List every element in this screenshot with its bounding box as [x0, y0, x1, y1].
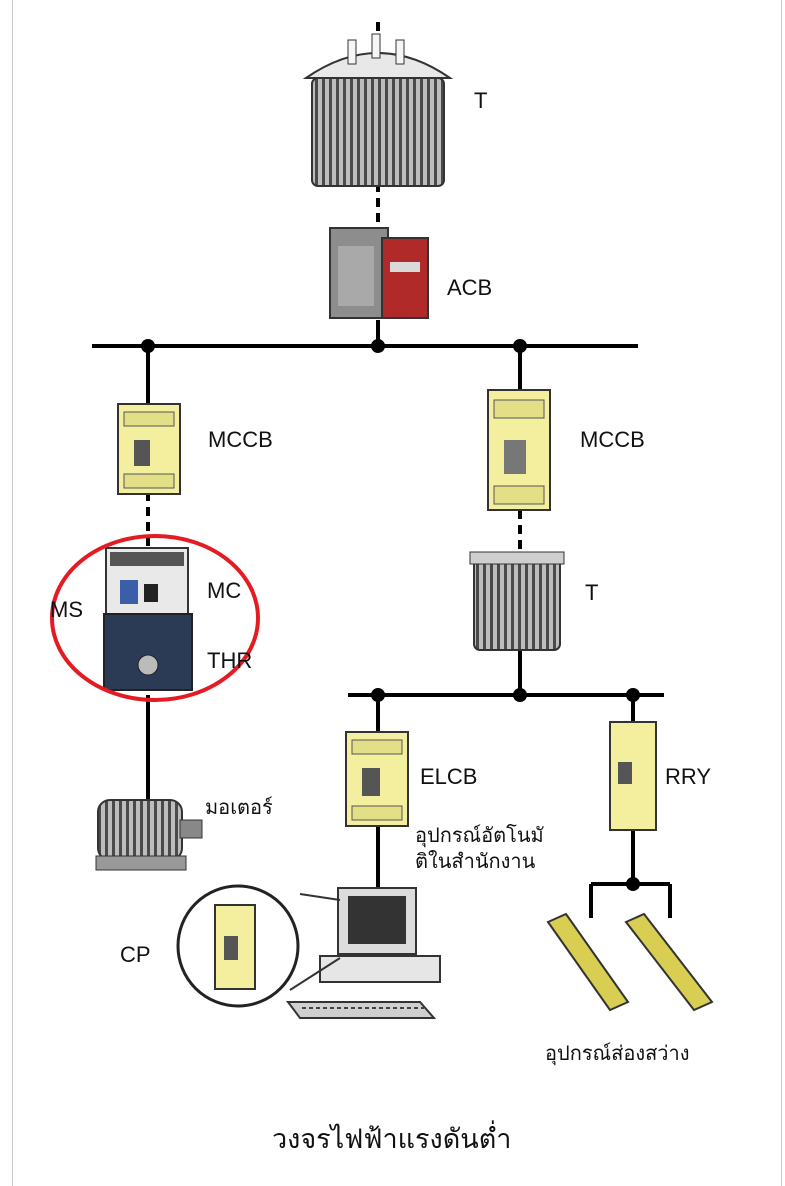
office-computer	[288, 888, 440, 1018]
label-motor: มอเตอร์	[205, 795, 273, 819]
magnetic-starter	[104, 548, 192, 690]
label-office-automation-line2: ติในสำนักงาน	[415, 849, 536, 873]
label-mccb-right: MCCB	[580, 427, 645, 452]
acb-breaker	[330, 228, 428, 318]
label-cp: CP	[120, 942, 151, 967]
label-thr: THR	[207, 648, 252, 673]
mccb-right	[488, 390, 550, 510]
elcb-breaker	[346, 732, 408, 826]
cp-zoom-callout	[178, 886, 340, 1006]
label-rry: RRY	[665, 764, 711, 789]
label-ms: MS	[50, 597, 83, 622]
label-transformer-mid: T	[585, 580, 598, 605]
label-office-automation-line1: อุปกรณ์อัตโนมั	[415, 823, 544, 848]
diagram-caption: วงจรไฟฟ้าแรงดันต่ำ	[272, 1120, 511, 1155]
label-mccb-left: MCCB	[208, 427, 273, 452]
lighting-fixtures	[548, 914, 712, 1010]
label-lighting: อุปกรณ์ส่องสว่าง	[545, 1041, 690, 1066]
transformer-top	[306, 34, 450, 186]
label-mc: MC	[207, 578, 241, 603]
rry-breaker	[610, 722, 656, 830]
label-elcb: ELCB	[420, 764, 477, 789]
motor	[96, 800, 202, 870]
label-acb: ACB	[447, 275, 492, 300]
label-transformer-top: T	[474, 88, 487, 113]
transformer-mid	[470, 552, 564, 650]
mccb-left	[118, 404, 180, 494]
